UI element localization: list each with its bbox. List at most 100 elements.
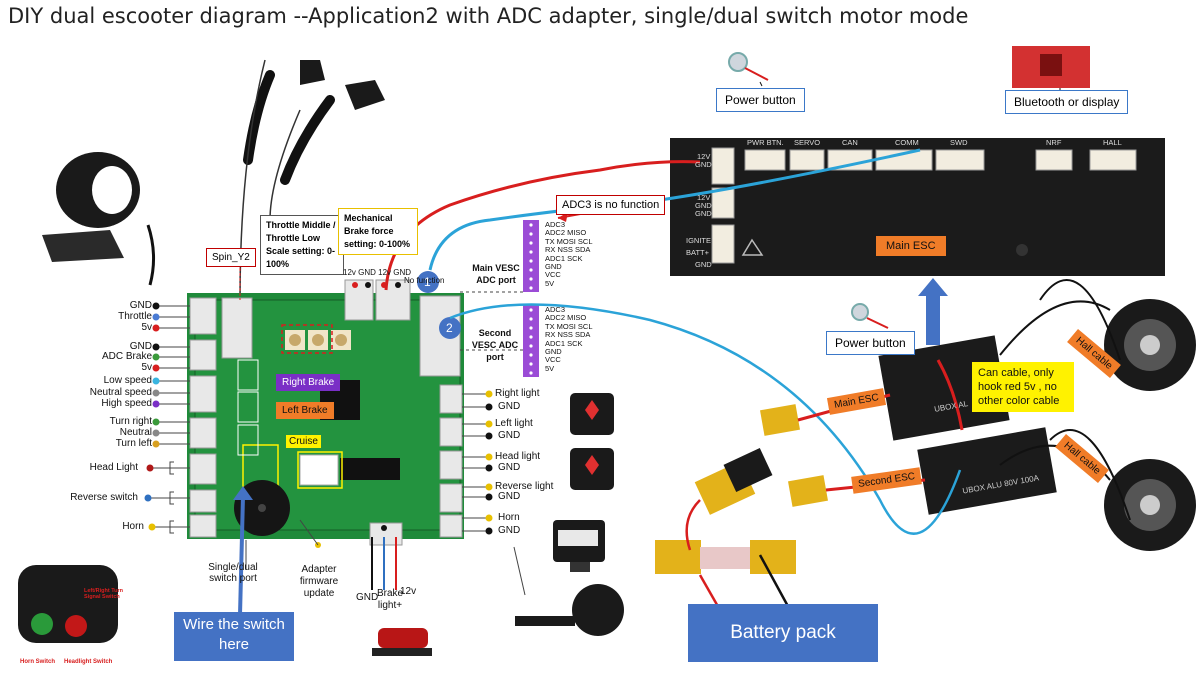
esc-header-comm: COMM (895, 138, 919, 147)
pin-reverse-light: Reverse light (495, 481, 554, 492)
pin-reverse-switch: Reverse switch (70, 492, 138, 503)
left-connectors (189, 297, 253, 538)
tail-light-icon (372, 628, 432, 656)
main-port-pinlist: ADC3 ADC2 MISO TX MOSI SCL RX NSS SDA AD… (545, 220, 593, 288)
horn-icon (515, 584, 624, 636)
battery-pack-label: Battery pack (688, 604, 878, 662)
pin-neutral-speed: Neutral speed (89, 387, 152, 398)
blue-wire-second (449, 303, 962, 535)
pin-neutral: Neutral (119, 427, 152, 438)
second-port-number: 2 (446, 321, 453, 335)
pin-left-light: Left light (495, 418, 533, 429)
bottom-12v-label: 12v (400, 586, 417, 597)
hub-motor-icon (1104, 299, 1196, 551)
pin-gnd-b: GND (498, 430, 521, 441)
pin-5v-2: 5v (141, 362, 152, 373)
turn-light-icon (570, 393, 614, 490)
pin-5v-1: 5v (141, 322, 152, 333)
esc-left-gnd-2: GND (695, 201, 712, 210)
pin-turn-left: Turn left (115, 438, 152, 449)
throttle-setting-note: Throttle Middle / Throttle Low Scale set… (260, 215, 344, 275)
bluetooth-display-label: Bluetooth or display (1005, 90, 1129, 114)
cruise-tag: Cruise (286, 435, 321, 448)
handlebar-switch-icon (18, 565, 118, 643)
pin-head-light-out: Head light (495, 451, 541, 462)
no-function-label: No function (404, 276, 445, 285)
right-pin-lines (462, 393, 488, 532)
esc-header-hall: HALL (1103, 138, 1122, 147)
left-pin-dots (144, 302, 160, 531)
main-port-pins (523, 220, 539, 292)
xt-connectors-icon (655, 404, 828, 574)
brake-setting-note: Mechanical Brake force setting: 0-100% (338, 208, 418, 255)
main-port-number: 1 (424, 275, 431, 289)
main-esc-controller (878, 335, 1010, 441)
pin-gnd-c: GND (498, 462, 521, 473)
esc-header-servo: SERVO (794, 138, 821, 147)
esc-left-batt: BATT+ (686, 248, 709, 257)
esc-header-swd: SWD (950, 138, 968, 147)
head-light-icon (553, 520, 605, 572)
pin-right-light: Right light (495, 388, 540, 399)
second-port-marker (439, 317, 461, 339)
pin-horn: Horn (122, 521, 144, 532)
right-brake-tag: Right Brake (276, 374, 341, 391)
can-cable-note: Can cable, only hook red 5v , no other c… (972, 362, 1074, 412)
pin-gnd-2: GND (129, 341, 152, 352)
main-esc-connectors (711, 147, 1137, 264)
esc-left-ignite: IGNITE (686, 236, 712, 245)
horn-switch-label: Horn Switch (20, 659, 56, 665)
wire-switch-callout: Wire the switch here (174, 612, 294, 661)
up-arrow-icon (918, 278, 948, 345)
turn-switch-label: Left/Right Turn Signal Switch (84, 588, 123, 600)
main-esc-label: Main ESC (876, 236, 946, 256)
ic-chip (340, 458, 400, 480)
second-esc-controller (917, 427, 1057, 515)
pin-horn-out: Horn (498, 512, 520, 523)
page-title: DIY dual escooter diagram --Application2… (8, 4, 969, 28)
main-port-label: Main VESC ADC port (472, 263, 520, 285)
pin-throttle: Throttle (118, 311, 152, 322)
spin-label: Spin_Y2 (206, 248, 256, 267)
left-pin-lines (148, 305, 190, 528)
pin-low-speed: Low speed (103, 375, 152, 386)
top-pin-labels: 12v GND 12v GND (343, 268, 412, 277)
esc-header-can: CAN (842, 138, 858, 147)
thumb-throttle-icon (42, 152, 155, 286)
potentiometers (285, 330, 351, 350)
main-port-marker (417, 271, 439, 293)
power-button-icon (728, 52, 889, 329)
bottom-wires (371, 537, 397, 590)
esc-header-nrf: NRF (1046, 138, 1062, 147)
firmware-label: Adapter firmware update (299, 564, 339, 599)
power-button-mid-label: Power button (826, 331, 915, 355)
esc-left-gnd-4: GND (695, 260, 712, 269)
left-brake-tag: Left Brake (276, 402, 334, 419)
esc-header-pwr: PWR BTN. (747, 138, 784, 147)
pin-turn-right: Turn right (109, 416, 152, 427)
adc3-note: ADC3 is no function (556, 195, 666, 215)
pin-gnd-d: GND (498, 491, 521, 502)
pin-gnd-e: GND (498, 525, 521, 536)
esc-left-12v-2: 12V (697, 193, 711, 202)
pin-high-speed: High speed (101, 398, 152, 409)
bottom-gnd-label: GND (356, 592, 379, 603)
brake-levers-icon (239, 59, 385, 301)
red-wire (384, 160, 701, 291)
second-port-pins (523, 305, 539, 377)
esc-left-12v-1: 12V (697, 152, 711, 161)
headlight-switch-label: Headlight Switch (64, 659, 113, 665)
esc-left-gnd-3: GND (695, 209, 712, 218)
pin-gnd-1: GND (129, 300, 152, 311)
second-port-pinlist: ADC3 ADC2 MISO TX MOSI SCL RX NSS SDA AD… (545, 305, 593, 373)
pin-adc-brake: ADC Brake (101, 351, 152, 362)
bottom-brake-label: Brake light+ (376, 588, 404, 611)
second-port-label: Second VESC ADC port (471, 328, 519, 362)
right-pin-dots (485, 390, 493, 535)
esc-left-gnd-1: GND (695, 160, 712, 169)
power-button-top-label: Power button (716, 88, 805, 112)
pin-head-light: Head Light (89, 462, 138, 473)
pin-gnd-a: GND (498, 401, 521, 412)
